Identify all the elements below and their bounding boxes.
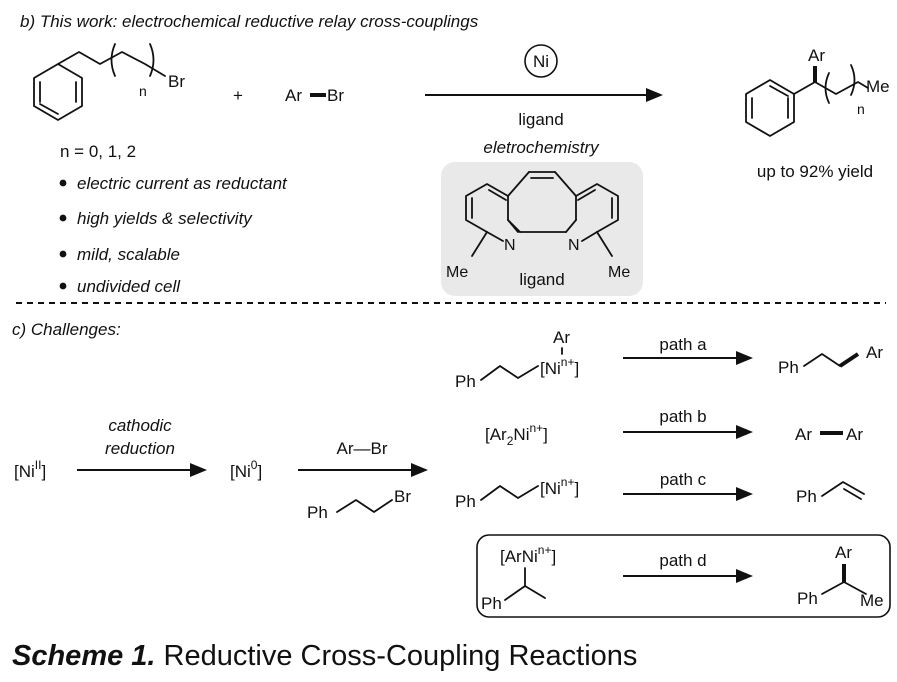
path-b-product-left: Ar [795, 425, 812, 444]
path-a-ni: [Nin+] [540, 355, 579, 378]
ligand-n-right: N [568, 237, 580, 254]
path-d-intermediate-chain [504, 585, 546, 601]
ni-catalyst-label: Ni [533, 52, 549, 71]
phenethyl-ph: Ph [307, 503, 328, 522]
reaction-arrow-main [425, 88, 663, 102]
feature-item: mild, scalable [77, 245, 180, 264]
product-n-subscript: n [857, 101, 865, 117]
section-b-heading: b) This work: electrochemical reductive … [20, 12, 479, 31]
path-c-styrene-vinyl [821, 481, 865, 500]
ligand-caption: ligand [519, 270, 564, 289]
reactant-br-label: Br [168, 72, 185, 91]
path-a-chain [480, 365, 539, 381]
yield-label: up to 92% yield [757, 162, 873, 181]
path-d-product-me: Me [860, 591, 884, 610]
path-c-product-ph: Ph [796, 487, 817, 506]
scheme-caption-text: Reductive Cross-Coupling Reactions [155, 640, 638, 672]
path-a-product-bond [838, 352, 860, 368]
path-a-arrow [623, 351, 753, 365]
ni-0-label: [Ni0] [230, 458, 262, 481]
ligand-me-right: Me [608, 264, 630, 281]
feature-bullet [59, 250, 67, 258]
plus-sign: + [233, 86, 243, 105]
n-values: n = 0, 1, 2 [60, 142, 136, 161]
arbr-reagent: Ar—Br [337, 439, 388, 458]
ni-ii-label: [NiII] [14, 458, 46, 481]
path-a-product-chain [803, 353, 841, 367]
path-d-product-ph: Ph [797, 589, 818, 608]
path-d-product-chain [821, 581, 867, 595]
path-d-intermediate: [ArNin+] [500, 543, 556, 566]
section-c-heading: c) Challenges: [12, 320, 121, 339]
path-d-box [476, 534, 891, 618]
phenethyl-bromide [336, 499, 393, 513]
path-a-ar: Ar [553, 328, 570, 347]
path-c-label: path c [660, 470, 707, 489]
phenethyl-br: Br [394, 487, 411, 506]
arrow-condition-ligand: ligand [518, 110, 563, 129]
path-a-ph: Ph [455, 372, 476, 391]
reduction-arrow [77, 463, 207, 477]
path-c-ni: [Nin+] [540, 475, 579, 498]
path-a-product-ar: Ar [866, 343, 883, 362]
reactant-n-subscript: n [139, 83, 147, 99]
feature-list: electric current as reductant high yield… [59, 174, 288, 296]
feature-item: high yields & selectivity [77, 209, 253, 228]
path-c-arrow [623, 487, 753, 501]
oxidative-addition-arrow [298, 463, 428, 477]
feature-bullet [59, 282, 67, 290]
path-d-label: path d [659, 551, 706, 570]
ni-catalyst-circle [524, 44, 558, 78]
path-b-label: path b [659, 407, 706, 426]
ligand-box [441, 162, 643, 296]
path-d-arrow [623, 569, 753, 583]
path-a-label: path a [659, 335, 707, 354]
arrow-condition-electrochemistry: eletrochemistry [483, 138, 600, 157]
aryl-bromide-ar: Ar [285, 86, 302, 105]
reactant-phenyl-ring [33, 63, 83, 121]
path-b-arrow [623, 425, 753, 439]
cathodic-label: cathodic [108, 416, 172, 435]
path-d-ph: Ph [481, 594, 502, 613]
path-a-product-ph: Ph [778, 358, 799, 377]
product-phenyl-ring [745, 79, 795, 137]
reduction-label: reduction [105, 439, 175, 458]
path-b-product-right: Ar [846, 425, 863, 444]
path-c-chain [480, 485, 539, 501]
scheme-caption: Scheme 1. Reductive Cross-Coupling React… [12, 640, 637, 673]
reactant-alkyl-chain [57, 43, 166, 77]
feature-bullet [59, 214, 67, 222]
scheme-caption-label: Scheme 1. [12, 640, 156, 672]
feature-bullet [59, 179, 67, 187]
feature-item: electric current as reductant [77, 174, 288, 193]
ligand-structure [465, 171, 619, 257]
feature-item: undivided cell [77, 277, 181, 296]
aryl-bromide-br: Br [327, 86, 344, 105]
path-d-product-ar: Ar [835, 543, 852, 562]
product-ar-label: Ar [808, 46, 825, 65]
path-b-intermediate: [Ar2Nin+] [485, 421, 548, 448]
path-c-ph: Ph [455, 492, 476, 511]
ligand-n-left: N [504, 237, 516, 254]
product-me-label: Me [866, 77, 890, 96]
product-chain [793, 64, 869, 104]
ligand-me-left: Me [446, 264, 468, 281]
